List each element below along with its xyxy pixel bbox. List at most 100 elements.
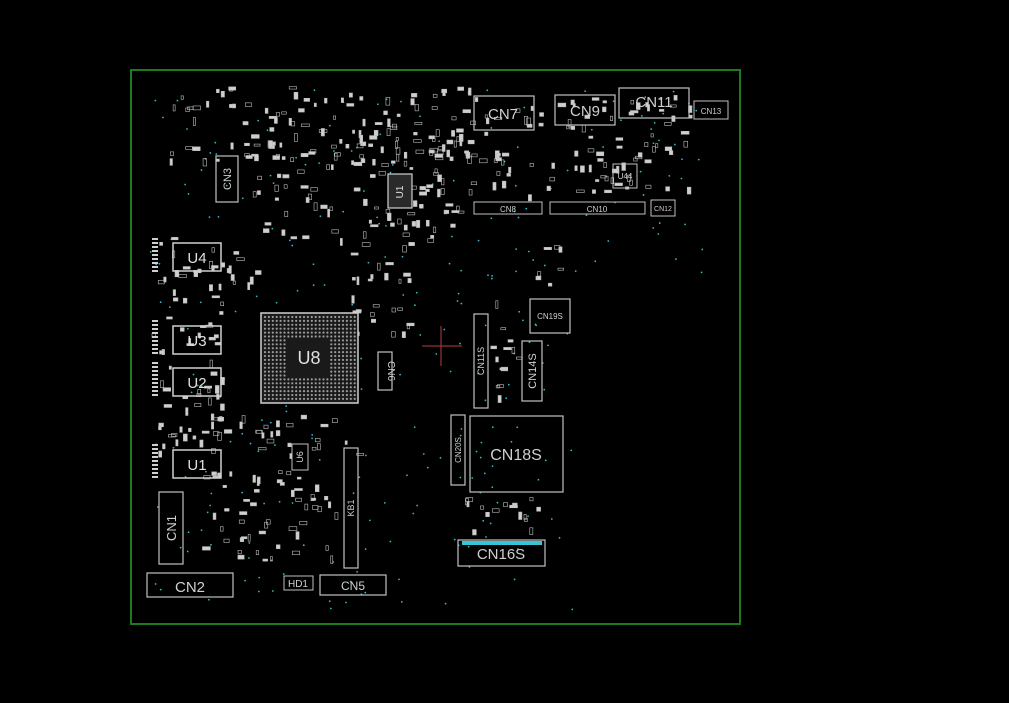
bga-ball <box>326 397 329 400</box>
smd-pad <box>152 456 158 458</box>
bga-ball <box>326 382 329 385</box>
smd-pad <box>207 388 211 394</box>
bga-ball <box>334 315 337 319</box>
bga-ball <box>306 315 309 319</box>
bga-ball <box>306 382 309 385</box>
smd-pad <box>526 117 531 126</box>
u8-bga-chip[interactable]: U8 <box>260 312 359 404</box>
bga-ball <box>334 331 337 334</box>
smd-pad <box>612 168 620 174</box>
cn2-connector[interactable]: CN2 <box>146 572 234 598</box>
cn8-connector[interactable]: CN8 <box>473 201 543 215</box>
bga-ball <box>334 374 337 377</box>
cn10-connector[interactable]: CN10 <box>549 201 646 215</box>
via <box>517 216 520 219</box>
bga-ball <box>330 331 333 334</box>
smd-pad <box>152 460 158 462</box>
cn3-label: CN3 <box>222 168 234 190</box>
cn7-connector[interactable]: CN7 <box>473 95 535 131</box>
cn9-connector[interactable]: CN9 <box>554 94 616 126</box>
bga-ball <box>349 362 352 365</box>
via <box>479 456 482 459</box>
bga-ball <box>330 335 333 338</box>
via <box>489 522 492 525</box>
cn1-connector[interactable]: CN1 <box>158 491 184 565</box>
bga-ball <box>287 319 290 322</box>
bga-ball <box>334 382 337 385</box>
bga-ball <box>353 339 356 342</box>
bga-ball <box>279 319 282 322</box>
smd-pad <box>220 403 225 411</box>
cn13-connector[interactable]: CN13 <box>693 100 729 120</box>
bga-ball <box>299 378 302 381</box>
bga-ball <box>267 335 270 338</box>
via <box>419 115 421 118</box>
cn6-connector[interactable]: CN6 <box>377 351 396 391</box>
cn12-connector[interactable]: CN12 <box>650 199 676 217</box>
bga-ball <box>279 339 282 342</box>
via <box>207 598 210 601</box>
smd-pad <box>529 162 534 167</box>
hd1-component[interactable]: HD1 <box>283 575 314 591</box>
cn19s-connector[interactable]: CN19S <box>529 298 571 334</box>
u1-memory-chip[interactable]: U1 <box>172 449 222 479</box>
u3-memory-chip[interactable]: U3 <box>172 325 222 355</box>
cn16s-connector[interactable]: CN16S <box>457 539 546 567</box>
cn20s-connector[interactable]: CN20S <box>450 414 466 486</box>
cn11s-connector[interactable]: CN11S <box>473 313 489 409</box>
bga-ball <box>263 315 267 319</box>
via <box>532 259 535 261</box>
via <box>574 270 577 272</box>
bga-ball <box>302 378 306 381</box>
bga-ball <box>353 390 356 393</box>
via <box>360 357 362 360</box>
cn3-connector[interactable]: CN3 <box>215 155 239 203</box>
smd-pad <box>445 210 450 214</box>
u4-memory-chip[interactable]: U4 <box>172 242 222 272</box>
bga-ball <box>283 343 286 346</box>
smd-pad <box>275 112 280 117</box>
smd-pad <box>570 125 576 130</box>
smd-pad <box>232 280 236 285</box>
u44-chip[interactable]: U44 <box>612 163 638 189</box>
bga-ball <box>349 327 352 330</box>
cn5-connector[interactable]: CN5 <box>319 574 387 596</box>
smd-pad <box>431 106 438 110</box>
bga-ball <box>279 386 282 389</box>
u1-top-chip[interactable]: U1 <box>387 173 413 209</box>
bga-ball <box>291 382 294 385</box>
smd-pad <box>536 506 541 512</box>
smd-pad <box>302 235 310 240</box>
cn11-connector[interactable]: CN11 <box>618 87 690 119</box>
smd-pad <box>219 311 224 315</box>
via <box>364 548 367 551</box>
via <box>491 274 494 277</box>
smd-pad <box>401 331 406 338</box>
smd-pad <box>551 162 555 169</box>
cn18s-connector[interactable]: CN18S <box>469 415 564 493</box>
u6-chip[interactable]: U6 <box>291 443 309 471</box>
smd-pad <box>245 155 253 159</box>
u2-memory-chip[interactable]: U2 <box>172 367 222 397</box>
via <box>491 486 494 489</box>
cn14s-connector[interactable]: CN14S <box>521 340 543 402</box>
bga-ball <box>338 331 341 334</box>
bga-ball <box>326 393 329 397</box>
smd-pad <box>493 117 503 120</box>
via <box>412 512 415 515</box>
smd-pad <box>363 198 368 206</box>
via <box>162 116 164 119</box>
smd-pad <box>264 521 269 529</box>
smd-pad <box>217 431 222 441</box>
via <box>241 432 244 435</box>
smd-pad <box>296 476 302 480</box>
cn5-label: CN5 <box>341 579 365 593</box>
smd-pad <box>256 430 263 434</box>
cn18s-label: CN18S <box>490 447 542 464</box>
smd-pad <box>183 433 188 442</box>
smd-pad <box>557 267 564 271</box>
via <box>459 342 461 345</box>
kb1-connector[interactable]: KB1 <box>343 447 359 569</box>
smd-pad <box>644 159 652 164</box>
